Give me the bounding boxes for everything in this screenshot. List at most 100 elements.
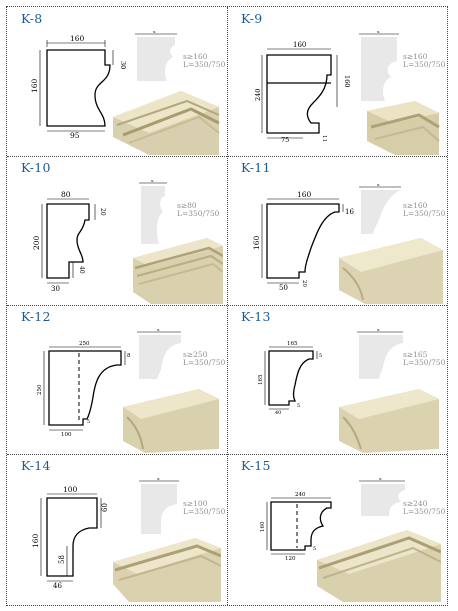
dim-left: 240 <box>254 89 262 101</box>
dim-left: 160 <box>31 533 40 548</box>
profile-card-k14: K-14 100 60 160 58 46 s s≥100 L <box>7 454 227 603</box>
spec-min-size: s≥80 <box>177 201 197 210</box>
dim-top: 240 <box>295 492 306 498</box>
spec-block: s≥250 L=350/750 <box>183 351 225 367</box>
spec-length: L=350/750 <box>183 358 226 367</box>
dim-right: 5 <box>319 353 322 359</box>
profile-code: K-15 <box>241 458 271 473</box>
dim-left: 160 <box>260 521 266 532</box>
profile-thumbnail: s <box>137 329 181 379</box>
dim-bottom: 120 <box>285 556 296 562</box>
column-divider <box>227 7 228 605</box>
spec-min-size: s≥160 <box>403 52 428 61</box>
dim-right: 60 <box>101 503 109 512</box>
thumb-dim-label: s <box>377 329 380 333</box>
profile-code: K-8 <box>21 11 43 26</box>
spec-block: s≥160 L=350/750 <box>183 53 225 69</box>
spec-min-size: s≥100 <box>183 499 208 508</box>
profile-thumbnail: s <box>357 329 403 379</box>
stone-moulding-photo <box>113 91 220 155</box>
dim-top: 160 <box>293 41 306 49</box>
spec-min-size: s≥160 <box>183 52 208 61</box>
profile-code: K-14 <box>21 458 51 473</box>
spec-min-size: s≥240 <box>403 499 428 508</box>
stone-moulding-photo <box>133 238 223 304</box>
spec-block: s≥165 L=350/750 <box>403 351 445 367</box>
profile-thumbnail: s <box>359 184 401 234</box>
profile-card-k8: K-8 160 30 160 95 s s≥160 L=350/750 <box>7 7 227 156</box>
cross-section-drawing: 250 8 250 100 5 <box>37 341 131 438</box>
thumb-dim-label: s <box>153 31 156 35</box>
spec-min-size: s≥250 <box>183 350 208 359</box>
dim-bottom: 46 <box>53 582 62 590</box>
dim-bottom: 100 <box>61 432 72 438</box>
spec-block: s≥240 L=350/750 <box>403 500 445 516</box>
dim-tiny: 11 <box>321 135 327 142</box>
dim-tiny: 5 <box>313 546 316 552</box>
stone-moulding-photo <box>339 238 443 304</box>
dim-left: 165 <box>258 374 264 385</box>
dim-right: 20 <box>99 208 106 216</box>
profile-thumbnail: s <box>359 31 399 101</box>
profile-card-k10: K-10 80 20 200 40 30 s s≥80 L=3 <box>7 156 227 305</box>
dim-top: 160 <box>297 190 312 199</box>
catalog-sheet: K-8 160 30 160 95 s s≥160 L=350/750 <box>6 6 448 606</box>
spec-block: s≥100 L=350/750 <box>183 500 225 516</box>
spec-length: L=350/750 <box>403 507 446 516</box>
stone-moulding-photo <box>123 389 219 453</box>
dim-bottom: 30 <box>51 285 60 293</box>
spec-block: s≥160 L=350/750 <box>403 53 445 69</box>
dim-bottom: 50 <box>279 284 288 292</box>
spec-block: s≥160 L=350/750 <box>403 202 445 218</box>
dim-mid: 160 <box>343 75 351 87</box>
profile-card-k12: K-12 250 8 250 100 5 s s≥250 L=35 <box>7 305 227 454</box>
spec-length: L=350/750 <box>403 358 446 367</box>
spec-length: L=350/750 <box>183 60 226 69</box>
stone-moulding-photo <box>339 389 439 453</box>
thumb-dim-label: s <box>151 180 154 184</box>
profile-card-k13: K-13 165 5 165 40 5 s s≥165 L=350/750 <box>227 305 447 454</box>
profile-thumbnail: s <box>139 478 179 534</box>
cross-section-drawing: 160 16 160 50 20 <box>252 190 354 292</box>
cross-section-drawing: 100 60 160 58 46 <box>31 485 109 590</box>
profile-code: K-10 <box>21 160 51 175</box>
profile-code: K-12 <box>21 309 51 324</box>
row-divider <box>7 305 447 306</box>
dim-bottom: 75 <box>281 136 289 144</box>
dim-top: 250 <box>79 341 90 347</box>
cross-section-drawing: 165 5 165 40 5 <box>258 341 322 416</box>
dim-bottom: 95 <box>70 131 80 140</box>
profile-thumbnail: s <box>135 31 177 81</box>
dim-top: 165 <box>287 341 298 347</box>
spec-block: s≥80 L=350/750 <box>177 202 219 218</box>
dim-right: 16 <box>345 208 354 216</box>
profile-code: K-9 <box>241 11 263 26</box>
profile-thumbnail: s <box>139 180 167 244</box>
cross-section-drawing: 80 20 200 40 30 <box>32 190 106 293</box>
spec-length: L=350/750 <box>183 507 226 516</box>
dim-top: 160 <box>70 34 85 43</box>
dim-top: 80 <box>61 190 71 199</box>
row-divider <box>7 156 447 157</box>
stone-moulding-photo <box>317 530 441 602</box>
cross-section-drawing: 160 30 160 95 <box>30 34 127 140</box>
profile-code: K-11 <box>241 160 271 175</box>
dim-left: 200 <box>32 235 41 250</box>
dim-mid: 58 <box>58 555 66 564</box>
profile-thumbnail: s <box>359 478 405 516</box>
thumb-dim-label: s <box>157 329 160 333</box>
spec-length: L=350/750 <box>177 209 220 218</box>
thumb-dim-label: s <box>157 478 160 482</box>
dim-left: 250 <box>37 384 43 395</box>
dim-mid: 40 <box>78 266 85 274</box>
thumb-dim-label: s <box>379 478 382 482</box>
profile-code: K-13 <box>241 309 271 324</box>
profile-card-k9: K-9 160 160 240 75 11 s s≥160 L <box>227 7 447 156</box>
thumb-dim-label: s <box>377 31 380 35</box>
spec-min-size: s≥165 <box>403 350 428 359</box>
dim-bottom: 40 <box>275 410 281 416</box>
profile-card-k15: K-15 240 160 120 5 s s≥240 L=350/750 <box>227 454 447 603</box>
stone-moulding-photo <box>367 101 440 155</box>
cross-section-drawing: 240 160 120 5 <box>260 492 332 562</box>
dim-left: 160 <box>30 78 39 93</box>
